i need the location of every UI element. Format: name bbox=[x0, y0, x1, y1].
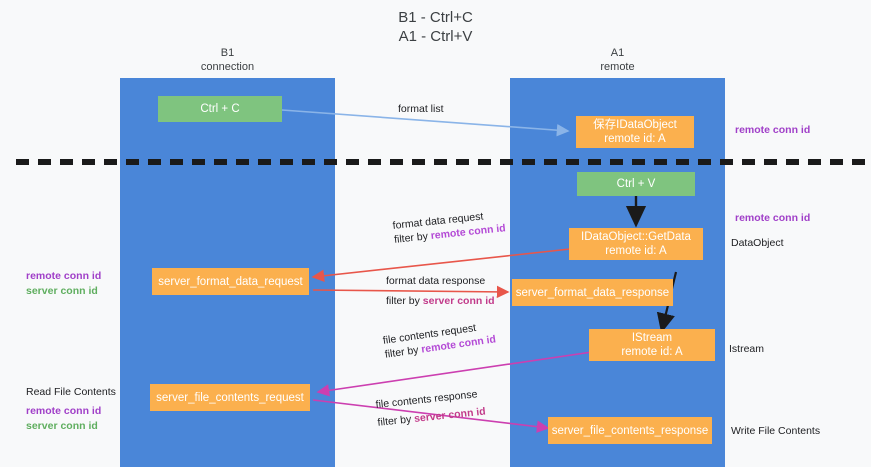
highlight-server-conn-id: server conn id bbox=[413, 405, 487, 425]
side-label-right-remote-conn-id-mid: remote conn id bbox=[735, 212, 811, 224]
side-label-right-data-object: DataObject bbox=[731, 237, 784, 249]
lane-header-a1: A1 remote bbox=[600, 47, 635, 73]
side-label-left-server-conn-id-mid: server conn id bbox=[26, 285, 98, 297]
edge-label-format-data-request: format data request filter by remote con… bbox=[392, 207, 506, 247]
node-ctrl-v[interactable]: Ctrl + V bbox=[577, 172, 695, 196]
node-server-format-data-request[interactable]: server_format_data_request bbox=[152, 268, 309, 295]
node-server-format-data-response[interactable]: server_format_data_response bbox=[512, 279, 673, 306]
side-label-right-istream: Istream bbox=[729, 343, 765, 355]
side-label-left-server-conn-id-bottom: server conn id bbox=[26, 420, 98, 432]
edge-label-format-data-response-text: format data response bbox=[386, 275, 486, 287]
side-label-right-write-file-contents: Write File Contents bbox=[731, 425, 821, 437]
node-server-file-contents-response[interactable]: server_file_contents_response bbox=[548, 417, 712, 444]
edge-label-format-list: format list bbox=[398, 102, 444, 116]
edge-label-file-contents-request: file contents request filter by remote c… bbox=[382, 318, 497, 361]
side-label-right-remote-conn-id-top: remote conn id bbox=[735, 124, 811, 136]
node-ctrl-c[interactable]: Ctrl + C bbox=[158, 96, 282, 122]
lane-header-b1: B1 connection bbox=[200, 47, 255, 73]
edge-label-format-data-response: format data response filter by server co… bbox=[386, 274, 495, 308]
edge-label-file-contents-response: file contents response filter by server … bbox=[375, 387, 486, 430]
side-label-left-remote-conn-id-bottom: remote conn id bbox=[26, 405, 102, 417]
highlight-server-conn-id: server conn id bbox=[422, 295, 495, 307]
edge-label-format-list-text: format list bbox=[398, 103, 444, 115]
edge-label-format-data-response-filter: filter by server conn id bbox=[386, 295, 495, 307]
side-label-left-read-file-contents: Read File Contents bbox=[26, 386, 116, 398]
node-data-object-remote[interactable]: 保存IDataObject remote id: A bbox=[576, 116, 694, 148]
node-server-file-contents-request[interactable]: server_file_contents_request bbox=[150, 384, 310, 411]
side-label-left-remote-conn-id-mid: remote conn id bbox=[26, 270, 102, 282]
node-idataobject-getdata[interactable]: IDataObject::GetData remote id: A bbox=[569, 228, 703, 260]
diagram-title: B1 - Ctrl+C A1 - Ctrl+V bbox=[398, 9, 473, 45]
node-istream[interactable]: IStream remote id: A bbox=[589, 329, 715, 361]
